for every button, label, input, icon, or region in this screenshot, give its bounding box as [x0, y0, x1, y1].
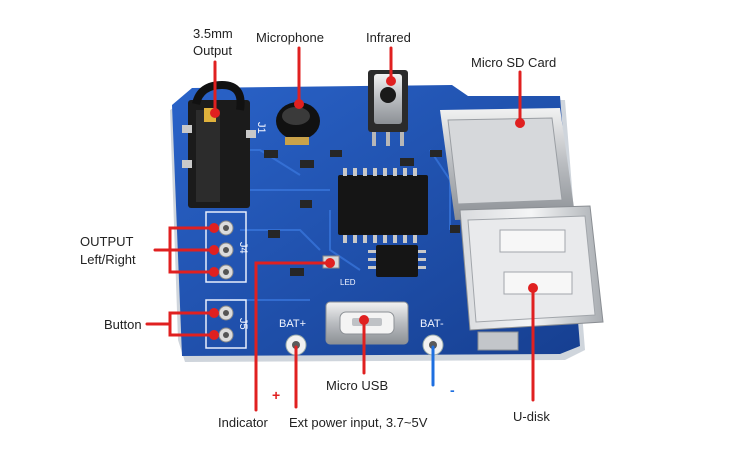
main-chip	[338, 168, 428, 243]
callout-lines	[145, 46, 535, 412]
micro-sd-slot	[440, 108, 575, 220]
silk-j1: J1	[255, 122, 267, 134]
callout-button	[145, 311, 216, 326]
label-35mm-line2: Output	[193, 43, 233, 58]
label-infrared: Infrared	[366, 30, 411, 45]
callout-button-low	[168, 322, 216, 337]
label-microphone: Microphone	[256, 30, 324, 45]
amp-chip	[368, 245, 426, 277]
label-minus: -	[450, 382, 455, 398]
battery-pads	[285, 334, 444, 356]
headphone-jack	[182, 80, 256, 208]
silkscreen: BAT+ BAT- J1 J4 J5 LED	[237, 122, 444, 330]
silk-j5: J5	[237, 318, 249, 330]
silk-led: LED	[340, 278, 356, 287]
label-u-disk: U-disk	[513, 409, 550, 424]
label-micro-usb: Micro USB	[326, 378, 389, 393]
label-plus: +	[272, 387, 281, 403]
silk-bat-minus: BAT-	[420, 318, 444, 330]
label-button: Button	[104, 317, 142, 332]
callout-output-lr	[153, 226, 216, 252]
label-output-lr-line1: OUTPUT	[80, 234, 134, 249]
smd-components	[264, 150, 460, 276]
callout-output-lr-low	[168, 248, 216, 274]
label-output-lr-line2: Left/Right	[80, 252, 136, 267]
silk-bat-plus: BAT+	[279, 318, 306, 330]
infrared-receiver	[368, 70, 408, 146]
label-indicator: Indicator	[218, 415, 268, 430]
callout-dots	[209, 76, 538, 340]
button-header-j5	[205, 299, 247, 349]
label-35mm-line1: 3.5mm	[193, 26, 233, 41]
callout-indicator	[254, 261, 332, 412]
usb-a-port	[459, 205, 604, 351]
silk-j4: J4	[237, 242, 249, 254]
label-micro-sd: Micro SD Card	[471, 55, 557, 70]
label-ext-power: Ext power input, 3.7~5V	[289, 415, 428, 430]
output-header-j4	[205, 211, 247, 283]
microphone-component	[276, 102, 320, 145]
